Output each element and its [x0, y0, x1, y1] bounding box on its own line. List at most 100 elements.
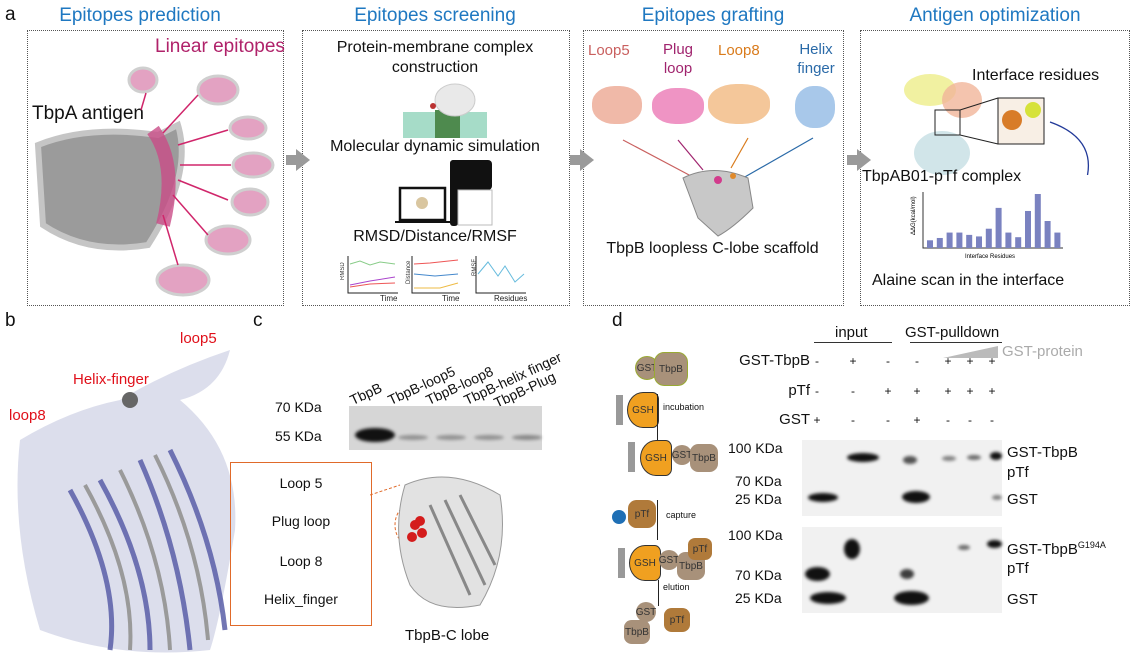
loop5-label: Loop5: [588, 42, 630, 59]
blot-1: [802, 440, 1002, 516]
sign-cell: +: [966, 354, 974, 368]
gst-shape: GST: [659, 550, 679, 570]
time-axis-2: Time: [442, 294, 460, 302]
step-elution: elution: [663, 582, 690, 592]
sign-cell: -: [886, 413, 890, 427]
gst-shape: GST: [636, 602, 656, 622]
input-underline: [814, 342, 892, 343]
marker-70kda: 70 KDa: [275, 399, 322, 415]
arrow-icon: [658, 580, 659, 606]
plug-loop-label: Plug loop: [662, 41, 694, 77]
label-text: GST-TbpB: [1007, 541, 1078, 558]
time-axis: Time: [380, 294, 398, 302]
sign-cell: -: [915, 354, 919, 368]
gst-shape: GST: [672, 445, 692, 465]
gsh-shape: GSH: [627, 392, 659, 428]
marker-55kda: 55 KDa: [275, 428, 322, 444]
flow-arrow-icon: [286, 149, 310, 171]
tbpa-structure-image: [34, 66, 275, 297]
pulldown-header: GST-pulldown: [905, 324, 1000, 341]
residues-axis: Residues: [494, 294, 527, 302]
loop8-label: Loop8: [718, 42, 760, 59]
blot2-label-gst: GST: [1007, 591, 1038, 608]
interface-axis-label: Interface Residues: [965, 254, 1015, 260]
rmsd-axis: RMSD: [340, 262, 346, 280]
interface-residues-label: Interface residues: [972, 67, 1100, 84]
sign-cell: +: [966, 384, 974, 398]
computer-icon: [395, 160, 493, 226]
sign-cell: -: [851, 413, 855, 427]
gel-band: [355, 428, 395, 442]
pulldown-underline: [910, 342, 1002, 343]
loop8-structure: [708, 84, 770, 124]
screening-step-3: RMSD/Distance/RMSF: [353, 228, 517, 245]
row-label: GST: [779, 411, 810, 428]
blot1-marker-100: 100 KDa: [728, 440, 783, 456]
flow-arrow-icon: [570, 149, 594, 171]
ddg-bar: [976, 236, 982, 248]
step-incubation: incubation: [663, 402, 705, 412]
antigen-label: TbpA antigen: [32, 103, 144, 124]
ptf-shape: pTf: [664, 608, 690, 632]
rmsf-axis: RMSF: [472, 259, 478, 276]
ddg-bar: [927, 240, 933, 248]
sign-cell: +: [913, 413, 921, 427]
tbpb-shape: TbpB: [654, 352, 688, 386]
panel-c-label: c: [253, 310, 263, 331]
box-item: Helix_finger: [264, 591, 338, 607]
screening-step-1: Protein-membrane complex construction: [336, 39, 534, 76]
gel-band: [474, 435, 504, 440]
gradient-wedge-icon: [943, 346, 998, 358]
title-screening: Epitopes screening: [354, 5, 516, 26]
ddg-bar: [995, 207, 1002, 248]
loop-list-box: Loop 5 Plug loop Loop 8 Helix_finger: [230, 462, 372, 626]
protein-dot: [612, 510, 626, 524]
bead-icon: [628, 442, 635, 472]
ddg-bar: [946, 232, 953, 248]
sign-cell: -: [886, 354, 890, 368]
sign-cell: -: [946, 413, 950, 427]
panel-a-label: a: [5, 4, 16, 25]
ddg-bar: [1025, 210, 1031, 248]
membrane-complex-image: [403, 83, 487, 138]
lane-label: TbpB: [347, 379, 385, 408]
sign-cell: -: [990, 413, 994, 427]
western-blot-gel: [349, 406, 542, 450]
mutation-superscript: G194A: [1077, 540, 1106, 550]
bead-icon: [616, 395, 623, 425]
title-optimization: Antigen optimization: [909, 5, 1081, 26]
ddg-bar: [1044, 221, 1051, 248]
sign-cell: +: [988, 384, 996, 398]
sign-cell: -: [815, 354, 819, 368]
ddg-bar: [1005, 232, 1012, 248]
screening-step-2: Molecular dynamic simulation: [330, 138, 540, 155]
scaffold-structure-image: [622, 137, 814, 237]
blot2-marker-70: 70 KDa: [735, 567, 782, 583]
gsh-shape: GSH: [629, 545, 661, 581]
linear-epitopes-label: Linear epitopes: [155, 36, 285, 57]
ddg-axis-label: ΔΔG(kcal/mol): [911, 196, 917, 235]
row-label: pTf: [788, 382, 810, 399]
blot1-marker-25: 25 KDa: [735, 491, 782, 507]
title-grafting: Epitopes grafting: [641, 5, 785, 26]
sign-cell: -: [968, 413, 972, 427]
ddg-bar-chart: ΔΔG(kcal/mol) Interface Residues: [911, 192, 1063, 260]
helix-finger-structure: [795, 86, 835, 128]
distance-axis: Distance: [406, 260, 412, 284]
panel-d-label: d: [612, 310, 623, 331]
ptf-shape: pTf: [688, 538, 712, 560]
sign-cell: +: [944, 384, 952, 398]
gel-band: [398, 435, 428, 440]
panel-b-label: b: [5, 310, 16, 331]
sign-cell: +: [944, 354, 952, 368]
blot1-label-ptf: pTf: [1007, 464, 1029, 481]
blot-2: [802, 527, 1002, 613]
sign-cell: -: [815, 384, 819, 398]
loop8-label-b: loop8: [9, 407, 46, 424]
tbpb-shape: TbpB: [690, 444, 718, 472]
gradient-label: GST-protein: [1002, 343, 1083, 360]
prediction-box: [27, 30, 284, 306]
blot1-label-gst: GST: [1007, 491, 1038, 508]
row-label: GST-TbpB: [739, 352, 810, 369]
ddg-bar: [985, 228, 992, 248]
